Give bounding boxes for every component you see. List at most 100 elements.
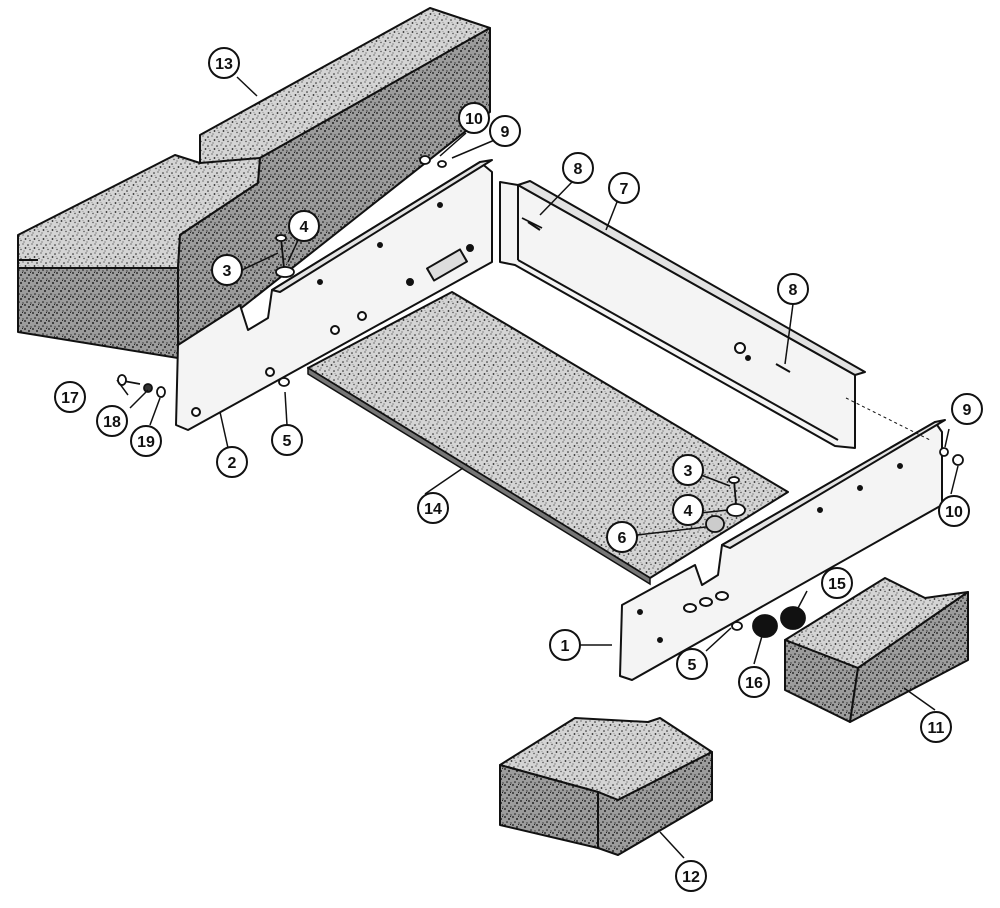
bracket-1-hole	[657, 637, 663, 643]
callout-3-upper: 3	[211, 254, 243, 286]
bolt-3-lower-head	[728, 476, 740, 484]
callout-4-lower: 4	[672, 494, 704, 526]
callouts: 1 2 3 3 4 4 5 5 6 7 8 8 9 9 10 10 11 12 …	[54, 47, 983, 892]
callout-5-left: 5	[271, 424, 303, 456]
bracket-2-hole	[317, 279, 323, 285]
washer-9-right	[939, 447, 949, 457]
callout-1: 1	[549, 629, 581, 661]
nut-10-top	[419, 155, 431, 165]
assembly-line	[845, 397, 931, 441]
bracket-2-hole	[437, 202, 443, 208]
bracket-1-flange	[721, 419, 946, 549]
washer-9-top	[437, 160, 447, 168]
rear-panel-7	[499, 180, 866, 449]
callout-2: 2	[216, 446, 248, 478]
callout-5-right: 5	[676, 648, 708, 680]
svg-text:11: 11	[928, 720, 945, 737]
svg-text:1: 1	[561, 638, 570, 655]
washer-4-upper	[275, 266, 295, 278]
foam-block-13	[17, 7, 491, 359]
svg-text:8: 8	[574, 161, 583, 178]
callout-3-lower: 3	[672, 454, 704, 486]
hardware	[117, 155, 964, 638]
svg-text:5: 5	[688, 657, 697, 674]
rear-panel-7-bolt	[527, 221, 541, 231]
bracket-1-hole	[699, 597, 713, 607]
callout-7: 7	[608, 172, 640, 204]
bracket-1-hole	[683, 603, 697, 613]
callout-11: 11	[920, 711, 952, 743]
callout-17: 17	[54, 381, 86, 413]
bracket-2-hole	[330, 325, 340, 335]
side-bracket-2	[175, 159, 493, 431]
callout-19: 19	[130, 425, 162, 457]
svg-text:4: 4	[300, 219, 309, 236]
bolt-3-upper	[280, 237, 285, 269]
bracket-2-hole	[191, 407, 201, 417]
bolt-3-lower	[733, 479, 737, 505]
bracket-1-hole	[897, 463, 903, 469]
bolt-17-head	[117, 374, 127, 386]
foam-11-side-face	[849, 591, 969, 723]
svg-text:3: 3	[223, 263, 232, 280]
bracket-1-hole	[857, 485, 863, 491]
bracket-2-hole	[357, 311, 367, 321]
foam-block-12	[499, 717, 713, 856]
callout-13: 13	[208, 47, 240, 79]
leader-lines	[116, 76, 959, 859]
svg-text:9: 9	[963, 402, 972, 419]
knob-16	[752, 614, 778, 638]
bracket-2-flange	[271, 159, 493, 293]
rear-panel-7-hole	[734, 342, 746, 354]
callout-12: 12	[675, 860, 707, 892]
washer-4-lower	[726, 503, 746, 517]
callout-16: 16	[738, 666, 770, 698]
callout-8-rear-right: 8	[777, 273, 809, 305]
callout-14: 14	[417, 492, 449, 524]
nut-5-right	[731, 621, 743, 631]
bolt-8-rear	[521, 217, 543, 229]
svg-text:17: 17	[61, 390, 79, 407]
rear-panel-7-inner-bottom	[517, 259, 839, 441]
hinge-detail	[426, 248, 468, 282]
foam-13-front-face	[17, 267, 179, 359]
nut-5-left	[278, 377, 290, 387]
callout-4-upper: 4	[288, 210, 320, 242]
nut-10-right	[952, 454, 964, 466]
callout-9-right: 9	[951, 393, 983, 425]
callout-10-right: 10	[938, 495, 970, 527]
floor-panel-14-edge	[307, 366, 651, 586]
bracket-1-hole	[715, 591, 729, 601]
washer-19	[156, 386, 166, 398]
bolt-3-upper-head	[275, 234, 287, 242]
bracket-2-hole	[377, 242, 383, 248]
foam-block-11	[784, 577, 969, 723]
svg-text:9: 9	[501, 124, 510, 141]
bracket-2-hole	[406, 278, 414, 286]
svg-text:15: 15	[828, 576, 846, 593]
rear-panel-7-bolt	[775, 363, 791, 373]
svg-text:13: 13	[215, 56, 233, 73]
foam-12-side-face	[597, 751, 713, 856]
svg-text:16: 16	[745, 675, 763, 692]
foam-13-step-line	[199, 157, 261, 164]
svg-text:10: 10	[465, 111, 483, 128]
callout-18: 18	[96, 405, 128, 437]
knob-15	[780, 606, 806, 630]
bracket-2-hole	[466, 244, 474, 252]
svg-text:19: 19	[137, 434, 155, 451]
svg-text:18: 18	[103, 414, 121, 431]
washer-18	[143, 383, 153, 393]
rear-panel-7-hole	[745, 355, 751, 361]
callout-15: 15	[821, 567, 853, 599]
svg-text:3: 3	[684, 463, 693, 480]
callout-9-top: 9	[489, 115, 521, 147]
bracket-1-hole	[637, 609, 643, 615]
callout-8-rear-left: 8	[562, 152, 594, 184]
bushing-6	[705, 515, 725, 533]
bracket-2-hole	[265, 367, 275, 377]
callout-6: 6	[606, 521, 638, 553]
callout-10-top: 10	[458, 102, 490, 134]
svg-text:10: 10	[945, 504, 963, 521]
